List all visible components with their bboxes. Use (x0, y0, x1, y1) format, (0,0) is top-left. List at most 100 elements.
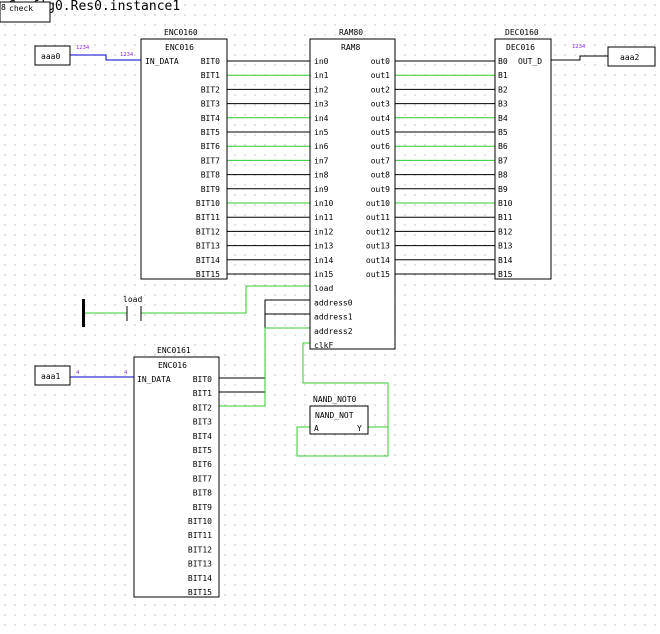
enc0160-pin-14: BIT14 (196, 256, 220, 265)
wire-nand-feedback (296, 426, 389, 457)
ram80-out-pin-5: out5 (371, 128, 390, 137)
ram80-out-pin-4: out4 (371, 114, 390, 123)
enc0161-pin-15: BIT15 (188, 588, 212, 597)
block-dec0160-output: OUT_D (518, 57, 542, 66)
block-nand-not0-type: NAND_NOT (315, 411, 354, 420)
dec0160-pin-5: B5 (498, 128, 508, 137)
enc0161-pin-7: BIT7 (193, 474, 212, 483)
block-nand-not0-output: Y (357, 424, 362, 433)
enc0160-pin-15: BIT15 (196, 270, 220, 279)
dec0160-pin-4: B4 (498, 114, 508, 123)
block-ram80[interactable]: RAM80 RAM8 in0in1in2in3in4in5in6in7in8in… (309, 28, 396, 350)
enc0160-pin-12: BIT12 (196, 227, 220, 236)
dec0160-pin-13: B13 (498, 242, 513, 251)
ram80-in-pin-7: in7 (314, 156, 329, 165)
block-enc0160-instance: ENC0160 (164, 28, 198, 37)
enc0161-pin-5: BIT5 (193, 446, 212, 455)
dec0160-pin-1: B1 (498, 71, 508, 80)
power-rail (82, 299, 85, 327)
enc0160-pin-9: BIT9 (201, 185, 220, 194)
variable-aaa0[interactable]: aaa0 (34, 45, 71, 66)
dec0160-pin-8: B8 (498, 171, 508, 180)
dec0160-pin-7: B7 (498, 156, 508, 165)
value-aaa1-out: 4 (76, 370, 80, 376)
ram80-out-pin-8: out8 (371, 171, 390, 180)
ram80-out-pin-7: out7 (371, 156, 390, 165)
ram80-in-pin-18: address1 (314, 313, 353, 322)
ram80-out-pin-12: out12 (366, 227, 390, 236)
block-enc0161-type: ENC016 (158, 361, 187, 370)
ram80-out-pin-10: out10 (366, 199, 390, 208)
ram80-in-pin-1: in1 (314, 71, 329, 80)
block-enc0160[interactable]: ENC0160 ENC016 IN_DATA BIT0BIT1BIT2BIT3B… (140, 28, 228, 280)
block-enc0161-input: IN_DATA (137, 375, 171, 384)
block-dec0160[interactable]: DEC0160 DEC016 OUT_D B0B1B2B3B4B5B6B7B8B… (494, 28, 552, 280)
variable-aaa1-label: aaa1 (41, 372, 60, 381)
wire-contact-load (141, 285, 310, 314)
contact-load[interactable]: load (123, 295, 142, 321)
enc0161-pin-12: BIT12 (188, 545, 212, 554)
enc0161-pin-3: BIT3 (193, 418, 212, 427)
ram80-out-pin-2: out2 (371, 85, 390, 94)
wire-dec-aaa2 (551, 55, 608, 61)
ram80-in-pin-17: address0 (314, 298, 353, 307)
variable-aaa2[interactable]: aaa2 (607, 46, 656, 67)
enc0160-pin-6: BIT6 (201, 142, 220, 151)
enc0160-pin-3: BIT3 (201, 100, 220, 109)
dec0160-pin-2: B2 (498, 85, 508, 94)
ram80-out-pin-14: out14 (366, 256, 390, 265)
enc0161-pin-11: BIT11 (188, 531, 212, 540)
enc0160-pin-11: BIT11 (196, 213, 220, 222)
enc0160-pin-0: BIT0 (201, 57, 220, 66)
dec0160-pin-14: B14 (498, 256, 513, 265)
enc0161-pin-13: BIT13 (188, 560, 212, 569)
variable-aaa1[interactable]: aaa1 (34, 365, 71, 386)
variable-aaa2-label: aaa2 (620, 53, 639, 62)
value-dec-out: 1234 (572, 44, 586, 50)
enc0161-pin-10: BIT10 (188, 517, 212, 526)
enc0160-pin-8: BIT8 (201, 171, 220, 180)
block-ram80-instance: RAM80 (339, 28, 363, 37)
enc0161-pin-1: BIT1 (193, 389, 212, 398)
ram80-in-pin-11: in11 (314, 213, 333, 222)
ram80-in-pin-3: in3 (314, 100, 329, 109)
enc0161-pin-0: BIT0 (193, 375, 212, 384)
enc0161-pin-6: BIT6 (193, 460, 212, 469)
dec0160-pin-3: B3 (498, 100, 508, 109)
block-enc0161[interactable]: ENC0161 ENC016 IN_DATA BIT0BIT1BIT2BIT3B… (133, 346, 220, 598)
block-ram80-type: RAM8 (341, 43, 360, 52)
block-nand-not0-input: A (314, 424, 319, 433)
block-enc0160-input: IN_DATA (145, 57, 179, 66)
dec0160-pin-12: B12 (498, 227, 513, 236)
ram80-in-pin-9: in9 (314, 185, 329, 194)
check-box[interactable] (0, 1, 51, 23)
block-dec0160-type: DEC016 (506, 43, 535, 52)
enc0160-pin-5: BIT5 (201, 128, 220, 137)
ram80-in-pin-14: in14 (314, 256, 333, 265)
check-marker: 8 (1, 3, 6, 12)
ram80-in-pin-10: in10 (314, 199, 333, 208)
wire-bit2-address2 (219, 327, 310, 407)
contact-load-label: load (123, 295, 142, 304)
ram80-in-pin-16: load (314, 284, 333, 293)
ram80-out-pin-0: out0 (371, 57, 390, 66)
program-title: Config0.Res0.instance1 (8, 0, 180, 14)
enc0161-pin-2: BIT2 (193, 403, 212, 412)
dec0160-pin-10: B10 (498, 199, 513, 208)
block-enc0161-instance: ENC0161 (157, 346, 191, 355)
enc0161-pin-9: BIT9 (193, 503, 212, 512)
ram80-in-pin-0: in0 (314, 57, 329, 66)
block-enc0160-type: ENC016 (165, 43, 194, 52)
enc0160-pin-7: BIT7 (201, 156, 220, 165)
block-nand-not0[interactable]: NAND_NOT0 NAND_NOT A Y (309, 395, 369, 435)
enc0160-pin-1: BIT1 (201, 71, 220, 80)
enc0161-pin-8: BIT8 (193, 489, 212, 498)
enc0160-pin-2: BIT2 (201, 85, 220, 94)
ram80-in-pin-13: in13 (314, 242, 333, 251)
ram80-out-pin-3: out3 (371, 100, 390, 109)
wire-aaa0-enc0 (70, 54, 141, 61)
value-aaa0-out: 1234 (76, 45, 90, 51)
